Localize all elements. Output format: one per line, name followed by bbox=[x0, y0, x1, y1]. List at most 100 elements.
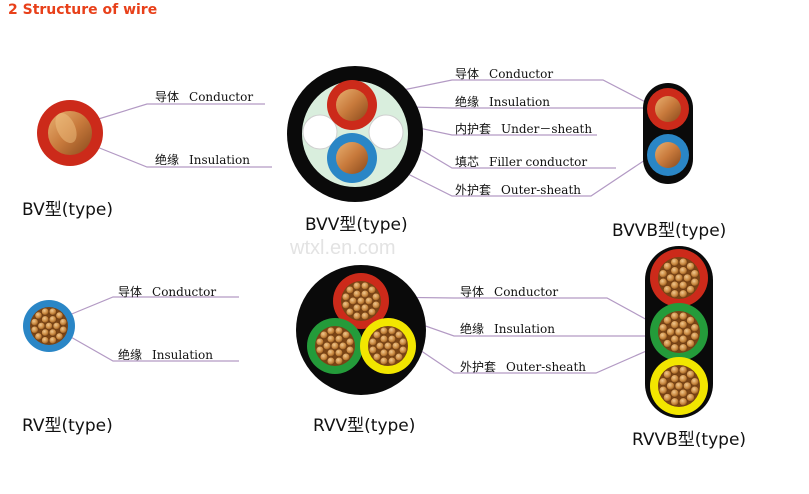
copper-strand bbox=[372, 352, 382, 362]
copper-strand bbox=[41, 336, 50, 345]
copper-strand bbox=[666, 381, 675, 391]
copper-strand bbox=[55, 311, 64, 320]
copper-strand bbox=[346, 337, 355, 347]
copper-strand bbox=[379, 335, 389, 344]
copper-strand bbox=[322, 341, 332, 351]
copper-strand bbox=[670, 266, 680, 275]
copper-strand bbox=[686, 262, 695, 271]
copper-strand bbox=[663, 393, 672, 402]
rvvb-type-label: RVVB型(type) bbox=[632, 430, 747, 450]
copper-strand bbox=[379, 348, 389, 357]
copper-strand bbox=[30, 325, 39, 334]
copper-strand bbox=[334, 348, 344, 357]
rv-type-label: RV型(type) bbox=[22, 416, 113, 436]
copper-strand bbox=[399, 345, 408, 355]
copper-strand bbox=[360, 290, 370, 299]
copper-strand bbox=[48, 328, 57, 337]
copper-strand bbox=[670, 289, 680, 299]
copper-strand bbox=[674, 381, 684, 391]
copper-strand bbox=[394, 330, 404, 340]
bvv-cable bbox=[287, 66, 423, 202]
copper-strand bbox=[670, 374, 680, 383]
copper-strand bbox=[341, 300, 350, 310]
copper-strand bbox=[670, 335, 680, 344]
copper-strand bbox=[678, 257, 688, 267]
rvvb-cable bbox=[645, 246, 713, 418]
copper-strand bbox=[683, 381, 692, 391]
copper-strand bbox=[658, 331, 668, 341]
copper-strand bbox=[360, 281, 370, 290]
copper-strand bbox=[37, 322, 46, 330]
copper-strand bbox=[678, 374, 688, 383]
rvv-cable bbox=[296, 265, 426, 395]
bv-type-label: BV型(type) bbox=[22, 200, 114, 220]
copper-strand bbox=[394, 352, 404, 362]
copper-strand bbox=[658, 269, 668, 279]
copper-strand bbox=[683, 327, 692, 337]
copper-strand bbox=[663, 285, 672, 294]
copper-strand bbox=[678, 335, 688, 344]
copper-strand bbox=[678, 281, 688, 290]
copper-strand bbox=[663, 370, 672, 379]
copper-strand bbox=[352, 303, 362, 312]
copper-strand bbox=[360, 312, 370, 321]
copper-strand bbox=[352, 290, 362, 299]
copper-strand bbox=[686, 339, 695, 348]
copper-strand bbox=[41, 307, 50, 316]
copper-strand bbox=[690, 377, 700, 387]
copper-strand bbox=[52, 322, 61, 330]
copper-strand bbox=[341, 330, 351, 340]
copper-strand bbox=[372, 300, 381, 310]
copper-strand bbox=[48, 315, 57, 324]
bvv-type-label: BVV型(type) bbox=[305, 215, 408, 235]
copper-strand bbox=[379, 357, 389, 366]
copper-strand bbox=[663, 339, 672, 348]
copper-strand bbox=[686, 316, 695, 325]
copper-strand bbox=[678, 389, 688, 398]
copper-strand bbox=[678, 343, 688, 353]
copper-strand bbox=[674, 273, 684, 283]
copper-strand bbox=[670, 281, 680, 290]
copper-strand bbox=[326, 357, 336, 366]
copper-strand bbox=[346, 345, 355, 355]
copper-strand bbox=[690, 277, 700, 287]
copper-strand bbox=[666, 273, 675, 283]
copper-strand bbox=[48, 336, 57, 345]
copper-strand bbox=[338, 341, 348, 351]
copper-strand bbox=[341, 352, 351, 362]
copper-strand bbox=[399, 337, 408, 347]
copper-strand bbox=[330, 341, 340, 351]
copper-strand bbox=[334, 335, 344, 344]
copper-strand bbox=[59, 318, 68, 327]
copper-strand bbox=[690, 385, 700, 395]
copper-strand bbox=[345, 307, 355, 317]
copper-strand bbox=[326, 326, 336, 335]
copper-strand bbox=[663, 262, 672, 271]
copper-strand bbox=[356, 296, 366, 306]
copper-strand bbox=[690, 269, 700, 279]
copper-strand bbox=[352, 312, 362, 321]
copper-strand bbox=[670, 365, 680, 375]
copper-strand bbox=[383, 341, 393, 351]
copper-strand bbox=[315, 337, 324, 347]
copper-strand bbox=[341, 292, 350, 302]
copper-strand bbox=[387, 348, 397, 357]
copper-strand bbox=[345, 285, 355, 295]
copper-strand bbox=[683, 273, 692, 283]
copper-strand bbox=[364, 296, 374, 306]
copper-strand bbox=[686, 393, 695, 402]
copper-strand bbox=[391, 341, 401, 351]
copper-strand bbox=[348, 296, 358, 306]
copper-strand bbox=[55, 332, 64, 341]
copper-strand bbox=[690, 331, 700, 341]
copper-strand bbox=[690, 323, 700, 333]
copper-strand bbox=[30, 318, 39, 327]
